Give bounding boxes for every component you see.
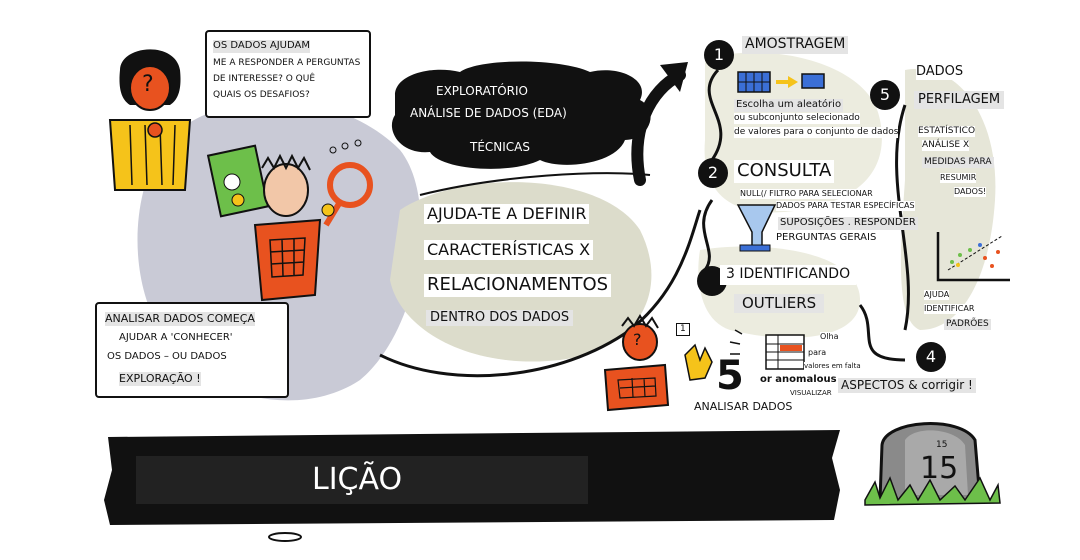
- step-1-desc-1: Escolha um aleatório: [734, 99, 844, 112]
- step-4-big-five: 5: [716, 353, 744, 399]
- helps-line-4: DENTRO DOS DADOS: [426, 310, 574, 327]
- question-line-4: QUAIS OS DESAFIOS?: [213, 90, 310, 102]
- lesson-banner-label: LIÇÃO: [312, 462, 403, 497]
- step-4-desc-5: VISUALIZAR: [790, 389, 832, 398]
- step-2-title: CONSULTA: [734, 160, 835, 183]
- tombstone-small-number: 15: [936, 440, 948, 450]
- speech-bubble-question: OS DADOS AJUDAM ME A RESPONDER A PERGUNT…: [205, 30, 371, 118]
- helps-line-2: CARACTERÍSTICAS X: [424, 240, 594, 260]
- step-2-desc-1: NULL(/ FILTRO PARA SELECIONAR: [740, 189, 873, 199]
- step-3-title: 3 IDENTIFICANDO: [720, 265, 857, 285]
- step-5-badge: 5: [870, 80, 900, 110]
- step-4-desc-3: valores em falta: [804, 362, 861, 371]
- step-1-desc-2: ou subconjunto selecionado: [734, 113, 860, 125]
- step-1-title: AMOSTRAGEM: [742, 36, 849, 54]
- step-2-desc-2: DADOS PARA TESTAR ESPECÍFICAS: [776, 201, 915, 211]
- start-line-4: EXPLORAÇÃO !: [119, 372, 201, 386]
- small-ellipse: [268, 532, 302, 542]
- step-2-desc-4: PERGUNTAS GERAIS: [776, 232, 877, 245]
- step-4-desc-2: para: [808, 348, 827, 358]
- step-4-desc-7: ANALISAR DADOS: [694, 400, 793, 414]
- step-3-title-text: IDENTIFICANDO: [739, 266, 851, 282]
- woman-face: [129, 65, 171, 111]
- step-3-number: 3: [726, 266, 735, 282]
- magnifier-glass: [327, 162, 373, 208]
- swoop-line: [379, 209, 702, 378]
- step-5-desc-1: ESTATÍSTICO: [918, 126, 976, 138]
- step-3-title-2: OUTLIERS: [734, 294, 825, 313]
- step-1-desc-3: de valores para o conjunto de dados: [734, 127, 899, 139]
- question-line-3: DE INTERESSE? O QUÊ: [213, 74, 316, 86]
- step-4-small-number: 1: [676, 323, 690, 337]
- step-5-desc-2: ANÁLISE X: [922, 140, 970, 152]
- step-5-title-2: PERFILAGEM: [914, 91, 1005, 110]
- helps-line-3: RELACIONAMENTOS: [424, 274, 612, 297]
- step-4-desc-1: Olha: [820, 332, 839, 342]
- cloud-line-1: EXPLORATÓRIO: [436, 84, 528, 98]
- step-5-desc-7: IDENTIFICAR: [924, 304, 975, 314]
- start-line-3: OS DADOS – OU DADOS: [107, 351, 227, 364]
- helps-line-1: AJUDA-TE A DEFINIR: [424, 204, 590, 224]
- step-5-desc-6: AJUDA: [924, 290, 950, 300]
- step-connector-2: [702, 199, 714, 271]
- step-connector-3: [858, 304, 906, 362]
- tombstone-big-number: 15: [920, 451, 959, 486]
- man-face: [263, 163, 309, 217]
- grass: [864, 476, 1001, 506]
- small-man-question: ?: [633, 330, 642, 349]
- start-line-2: AJUDAR A 'CONHECER': [119, 332, 233, 345]
- swoop-line-2: [419, 172, 651, 196]
- big-arrow-head: [660, 62, 688, 92]
- step-4-desc-4: or anomalous: [760, 374, 837, 387]
- step-1-badge: 1: [704, 40, 734, 70]
- step-4-desc-6: ASPECTOS & corrigir !: [838, 378, 976, 393]
- step-2-badge: 2: [698, 158, 728, 188]
- cloud-line-2: ANÁLISE DE DADOS (EDA): [410, 106, 567, 120]
- tombstone-face: [905, 430, 968, 495]
- step-connector-1: [707, 68, 723, 161]
- step-5-desc-5: DADOS!: [954, 187, 987, 197]
- question-line-2: ME A RESPONDER A PERGUNTAS: [213, 58, 361, 70]
- lesson-banner-box: [136, 456, 588, 504]
- step-2-desc-3: SUPOSIÇÕES . RESPONDER: [778, 217, 918, 230]
- step-5-desc-8: PADRÕES: [944, 319, 991, 331]
- step-5-desc-4: RESUMIR: [940, 173, 977, 183]
- woman-question-mark: ?: [142, 72, 154, 97]
- step-5-desc-3: MEDIDAS PARA: [922, 157, 994, 169]
- step-4-badge: 4: [916, 342, 946, 372]
- question-line-1: OS DADOS AJUDAM: [213, 40, 310, 53]
- speech-bubble-start: ANALISAR DADOS COMEÇA AJUDAR A 'CONHECER…: [95, 302, 289, 398]
- cloud-line-3: TÉCNICAS: [470, 140, 531, 154]
- step-5-title: DADOS: [916, 64, 964, 81]
- start-line-1: ANALISAR DADOS COMEÇA: [105, 312, 255, 326]
